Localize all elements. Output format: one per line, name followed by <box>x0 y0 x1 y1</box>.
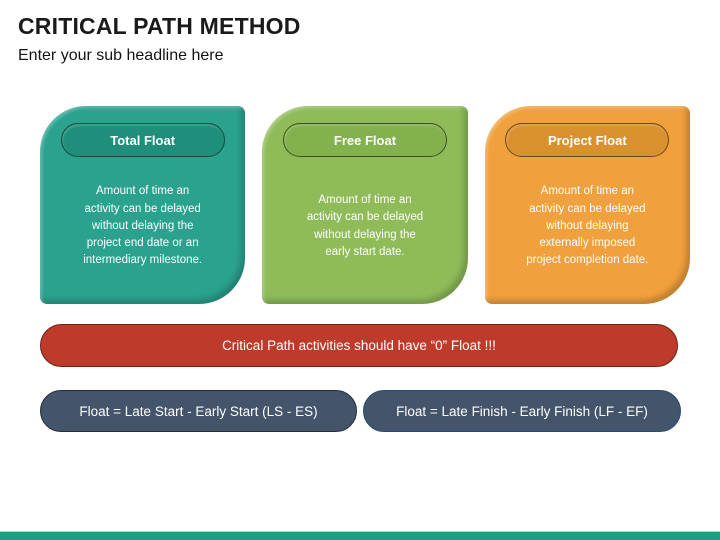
card-project-float: Project Float Amount of time an activity… <box>484 106 690 304</box>
free-float-description: Amount of time an activity can be delaye… <box>306 194 424 258</box>
critical-path-banner-text: Critical Path activities should have “0”… <box>222 338 496 353</box>
footer-divider-line <box>0 530 720 532</box>
formula-pill-late-finish: Float = Late Finish - Early Finish (LF -… <box>363 390 681 432</box>
formula-late-finish-text: Float = Late Finish - Early Finish (LF -… <box>396 403 648 419</box>
float-cards-row: Total Float Amount of time an activity c… <box>40 106 690 304</box>
free-float-label: Free Float <box>333 132 397 148</box>
card-total-float: Total Float Amount of time an activity c… <box>40 106 246 304</box>
free-float-description-area: Amount of time an activity can be delaye… <box>262 157 467 304</box>
slide-subtitle: Enter your sub headline here <box>18 47 224 64</box>
slide-header: CRITICAL PATH METHOD Enter your sub head… <box>18 13 301 65</box>
footer-accent-bar <box>0 532 720 540</box>
total-float-description-area: Amount of time an activity can be delaye… <box>40 157 245 304</box>
formula-pill-late-start: Float = Late Start - Early Start (LS - E… <box>40 390 357 432</box>
free-float-header-pill: Free Float <box>282 123 447 157</box>
formula-late-start-text: Float = Late Start - Early Start (LS - E… <box>79 403 318 419</box>
total-float-header-pill: Total Float <box>60 123 225 157</box>
critical-path-banner: Critical Path activities should have “0”… <box>40 324 678 367</box>
card-free-float: Free Float Amount of time an activity ca… <box>262 106 468 304</box>
slide-title: CRITICAL PATH METHOD <box>18 13 301 39</box>
total-float-description: Amount of time an activity can be delaye… <box>83 185 203 267</box>
project-float-header-pill: Project Float <box>505 123 670 157</box>
project-float-label: Project Float <box>547 132 627 148</box>
project-float-description-area: Amount of time an activity can be delaye… <box>485 157 690 304</box>
total-float-label: Total Float <box>110 132 176 148</box>
project-float-description: Amount of time an activity can be delaye… <box>526 185 649 267</box>
